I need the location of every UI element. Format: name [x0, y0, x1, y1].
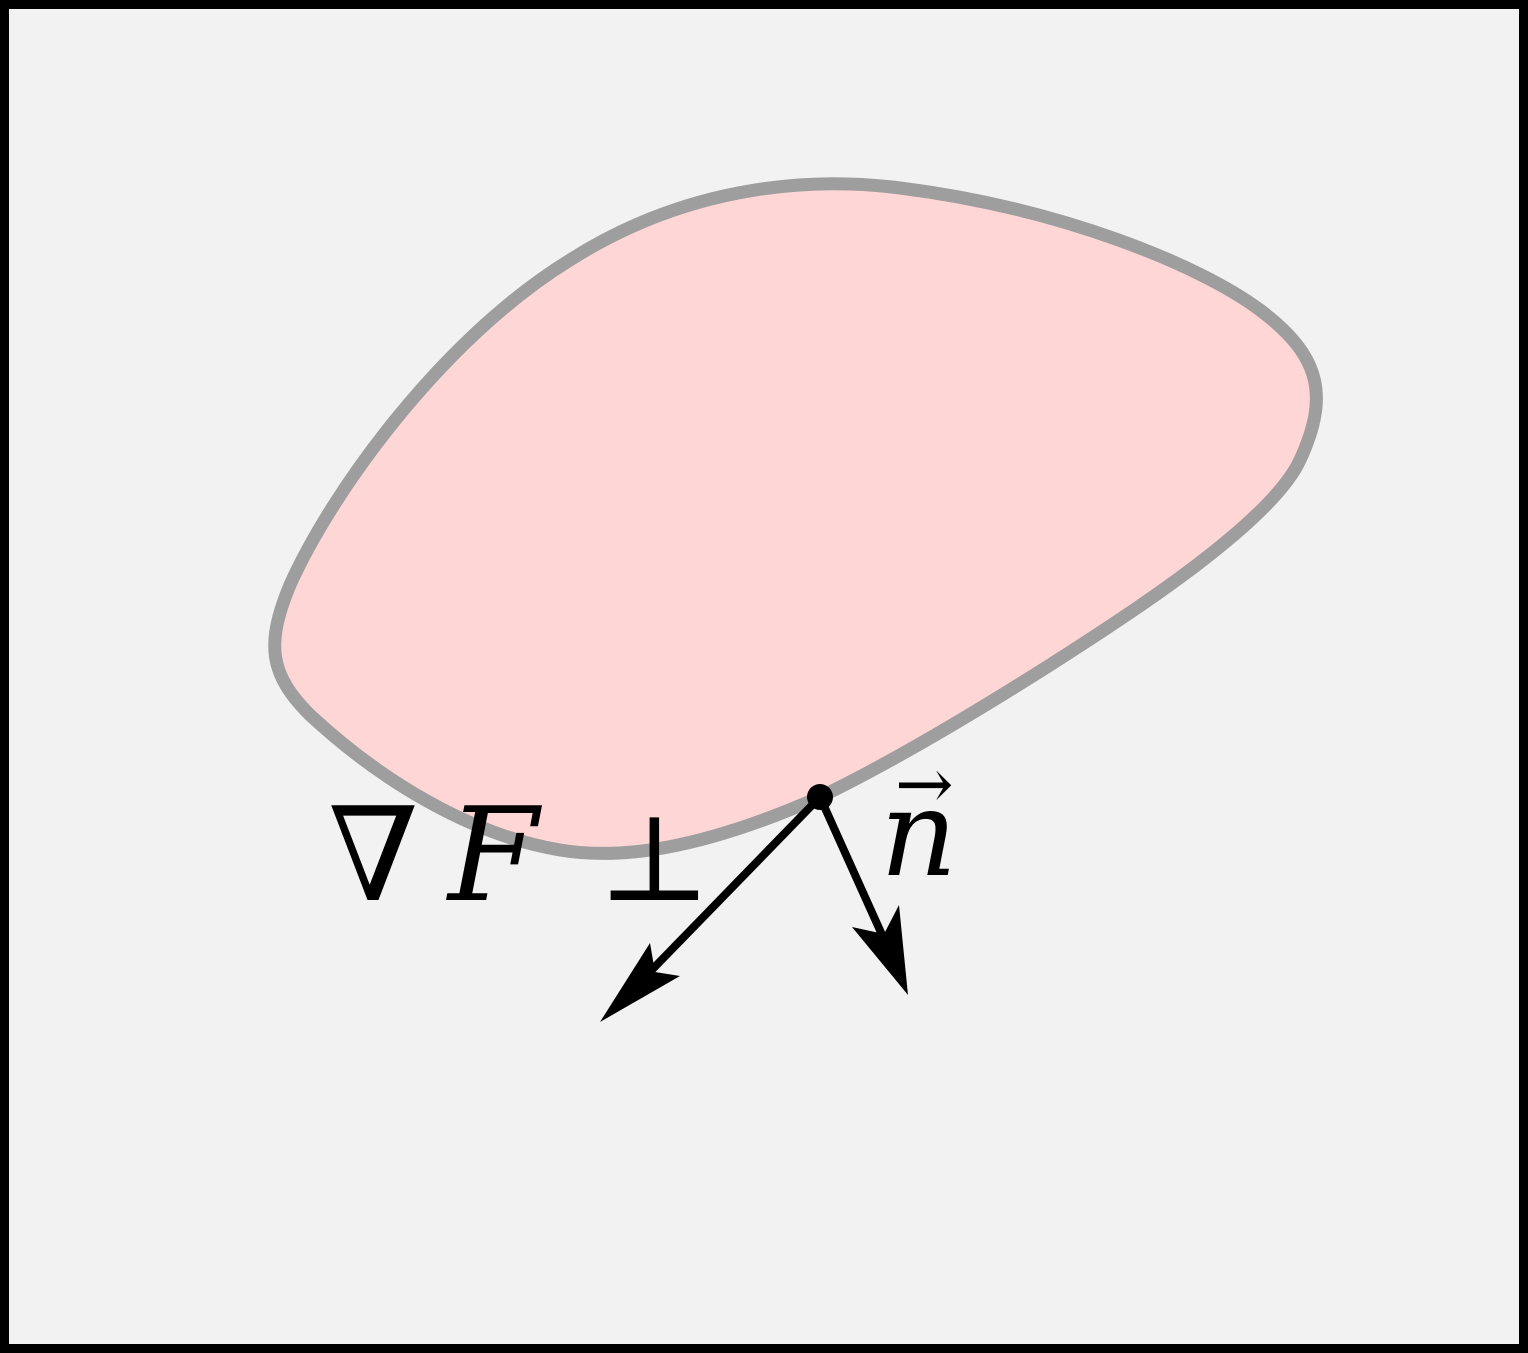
vector-arrow-accent: →	[895, 743, 954, 825]
normal-arrowhead	[852, 905, 908, 995]
normal-n-label: n	[880, 765, 957, 904]
region-shape	[268, 177, 1323, 860]
boundary-point	[807, 784, 833, 810]
normal-arrow-shaft	[816, 793, 887, 941]
gradient-arrowhead	[600, 943, 680, 1022]
function-f-label: F	[446, 779, 543, 931]
gradient-arrow-shaft	[640, 793, 824, 982]
perpendicular-symbol: ⊥	[598, 790, 711, 929]
nabla-symbol: ∇	[328, 779, 419, 931]
